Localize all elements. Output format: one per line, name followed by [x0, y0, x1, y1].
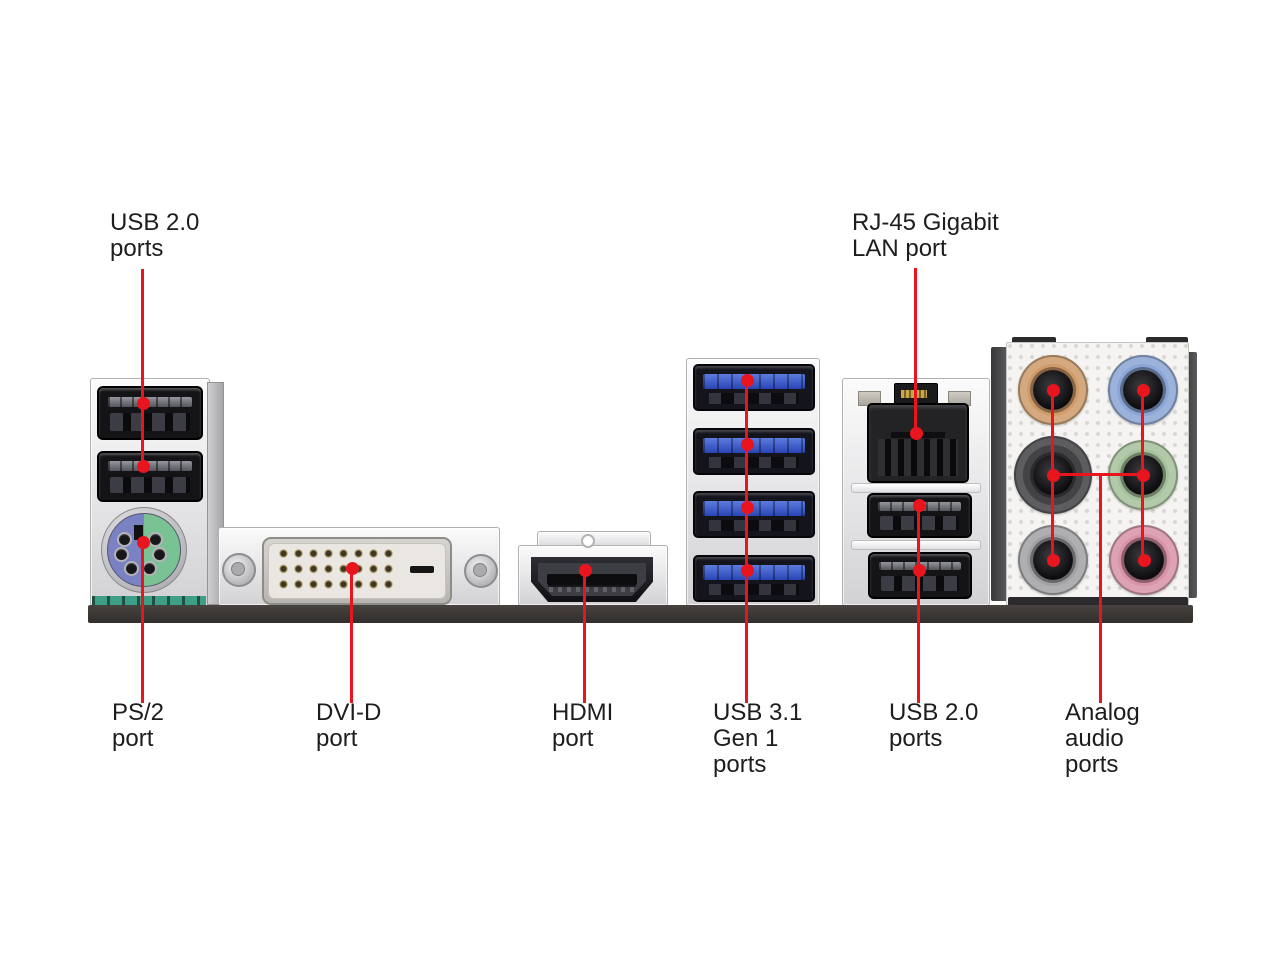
- dvi-screw-left: [222, 553, 256, 587]
- usb-contacts: [709, 583, 799, 595]
- marker-dot: [1137, 469, 1150, 482]
- audio-clip-left: [1012, 337, 1056, 346]
- marker-dot: [1138, 554, 1151, 567]
- label-rj45: RJ-45 Gigabit LAN port: [852, 209, 999, 262]
- usb-tongue: [108, 461, 192, 471]
- usb-contacts: [709, 456, 799, 468]
- leader-line-dvi: [350, 568, 353, 703]
- marker-dot: [579, 564, 592, 577]
- marker-dot: [913, 564, 926, 577]
- hdmi-port: [531, 557, 653, 602]
- marker-dot: [1137, 384, 1150, 397]
- hdmi-slot: [547, 574, 637, 585]
- rj45-lan-port: [867, 403, 969, 483]
- usb31-port-4: [693, 555, 815, 602]
- ps2-port: [101, 507, 187, 593]
- usb3-tongue: [703, 500, 805, 517]
- usb-contacts: [709, 519, 799, 531]
- dvi-pin-grid: [278, 548, 398, 595]
- bracket-groove: [851, 483, 981, 493]
- pcb-green-edge: [92, 596, 206, 605]
- usb-contacts: [110, 476, 190, 494]
- motherboard-pcb-edge: [88, 605, 1193, 623]
- usb31-port-3: [693, 491, 815, 538]
- usb-tongue: [108, 397, 192, 407]
- marker-dot: [741, 438, 754, 451]
- label-usb31: USB 3.1 Gen 1 ports: [713, 699, 803, 778]
- leader-line-hdmi: [583, 570, 586, 703]
- label-dvi: DVI-D port: [316, 699, 382, 752]
- hdmi-contacts: [549, 587, 635, 592]
- hdmi-bracket-hole: [581, 534, 595, 548]
- audio-clip-right: [1146, 337, 1188, 346]
- usb-contacts: [709, 392, 799, 404]
- dvi-d-port: [262, 537, 452, 605]
- usb31-port-2: [693, 428, 815, 475]
- marker-dot: [741, 374, 754, 387]
- bracket-groove: [851, 540, 981, 550]
- marker-dot: [137, 460, 150, 473]
- leader-line-usb31: [745, 374, 748, 703]
- leader-line-audio-cross: [1052, 473, 1144, 476]
- marker-dot: [1047, 469, 1060, 482]
- marker-dot: [137, 397, 150, 410]
- marker-dot: [1047, 554, 1060, 567]
- usb3-tongue: [703, 437, 805, 454]
- leader-line-usb2-right: [917, 505, 920, 703]
- marker-dot: [913, 499, 926, 512]
- ps2-key-slot: [134, 525, 143, 540]
- audio-edge-left: [991, 347, 1008, 601]
- dvi-screw-right: [464, 554, 498, 588]
- audio-foot: [1008, 597, 1188, 606]
- label-audio: Analog audio ports: [1065, 699, 1140, 778]
- leader-line-rj45: [914, 268, 917, 434]
- label-ps2: PS/2 port: [112, 699, 165, 752]
- leader-line-ps2: [141, 542, 144, 703]
- marker-dot: [1047, 384, 1060, 397]
- leader-line-usb2-left: [141, 269, 144, 468]
- leader-line-audio-drop: [1099, 474, 1102, 703]
- usb-contacts: [110, 413, 190, 431]
- usb2-port-left-1: [97, 386, 203, 440]
- marker-dot: [741, 501, 754, 514]
- usb3-tongue: [703, 564, 805, 581]
- marker-dot: [741, 564, 754, 577]
- usb2-port-left-2: [97, 451, 203, 502]
- label-hdmi: HDMI port: [552, 699, 614, 752]
- usb31-port-1: [693, 364, 815, 411]
- dvi-blade-slot: [410, 566, 434, 573]
- marker-dot: [346, 562, 359, 575]
- marker-dot: [137, 536, 150, 549]
- rj45-pins: [878, 439, 958, 476]
- label-usb2-right: USB 2.0 ports: [889, 699, 979, 752]
- usb3-tongue: [703, 373, 805, 390]
- label-usb2-left: USB 2.0 ports: [110, 209, 200, 262]
- marker-dot: [910, 427, 923, 440]
- usb-contacts: [881, 575, 959, 591]
